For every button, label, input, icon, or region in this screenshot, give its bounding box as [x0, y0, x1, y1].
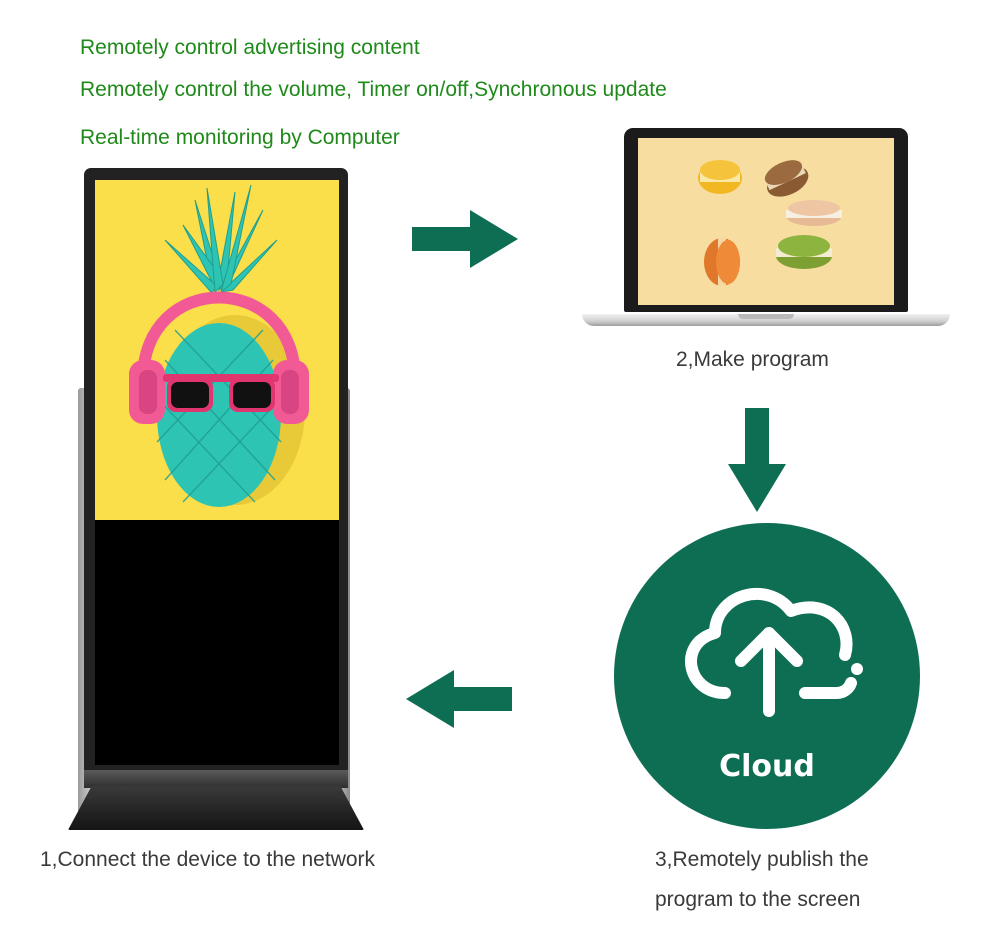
arrow-icon [728, 408, 786, 512]
laptop-screen-image [638, 138, 894, 305]
arrow-icon [412, 210, 518, 268]
cloud-circle: Cloud [614, 523, 920, 829]
step-3-caption-line-1: 3,Remotely publish the [655, 848, 869, 871]
cloud-label: Cloud [719, 749, 815, 784]
laptop-notch [738, 314, 794, 319]
step-1-caption: 1,Connect the device to the network [40, 848, 376, 871]
macarons-image [698, 160, 842, 286]
step-3-caption: 3,Remotely publish the program to the sc… [655, 840, 869, 920]
step-3-caption-line-2: program to the screen [655, 887, 861, 911]
laptop [582, 128, 950, 328]
feature-line-2: Remotely control the volume, Timer on/of… [80, 78, 667, 101]
feature-line-1: Remotely control advertising content [80, 36, 420, 59]
step-2-caption: 2,Make program [676, 348, 829, 371]
arrow-icon [406, 670, 512, 728]
laptop-base [582, 314, 950, 326]
feature-line-3: Real-time monitoring by Computer [80, 126, 400, 149]
kiosk-screen-image [95, 180, 339, 520]
kiosk-base [68, 786, 364, 830]
kiosk-screen-lower [95, 520, 339, 765]
pineapple-headphones-image [129, 184, 309, 507]
cloud-upload-icon [685, 588, 863, 717]
kiosk-base-neck [84, 770, 348, 788]
advertising-kiosk [60, 160, 380, 840]
